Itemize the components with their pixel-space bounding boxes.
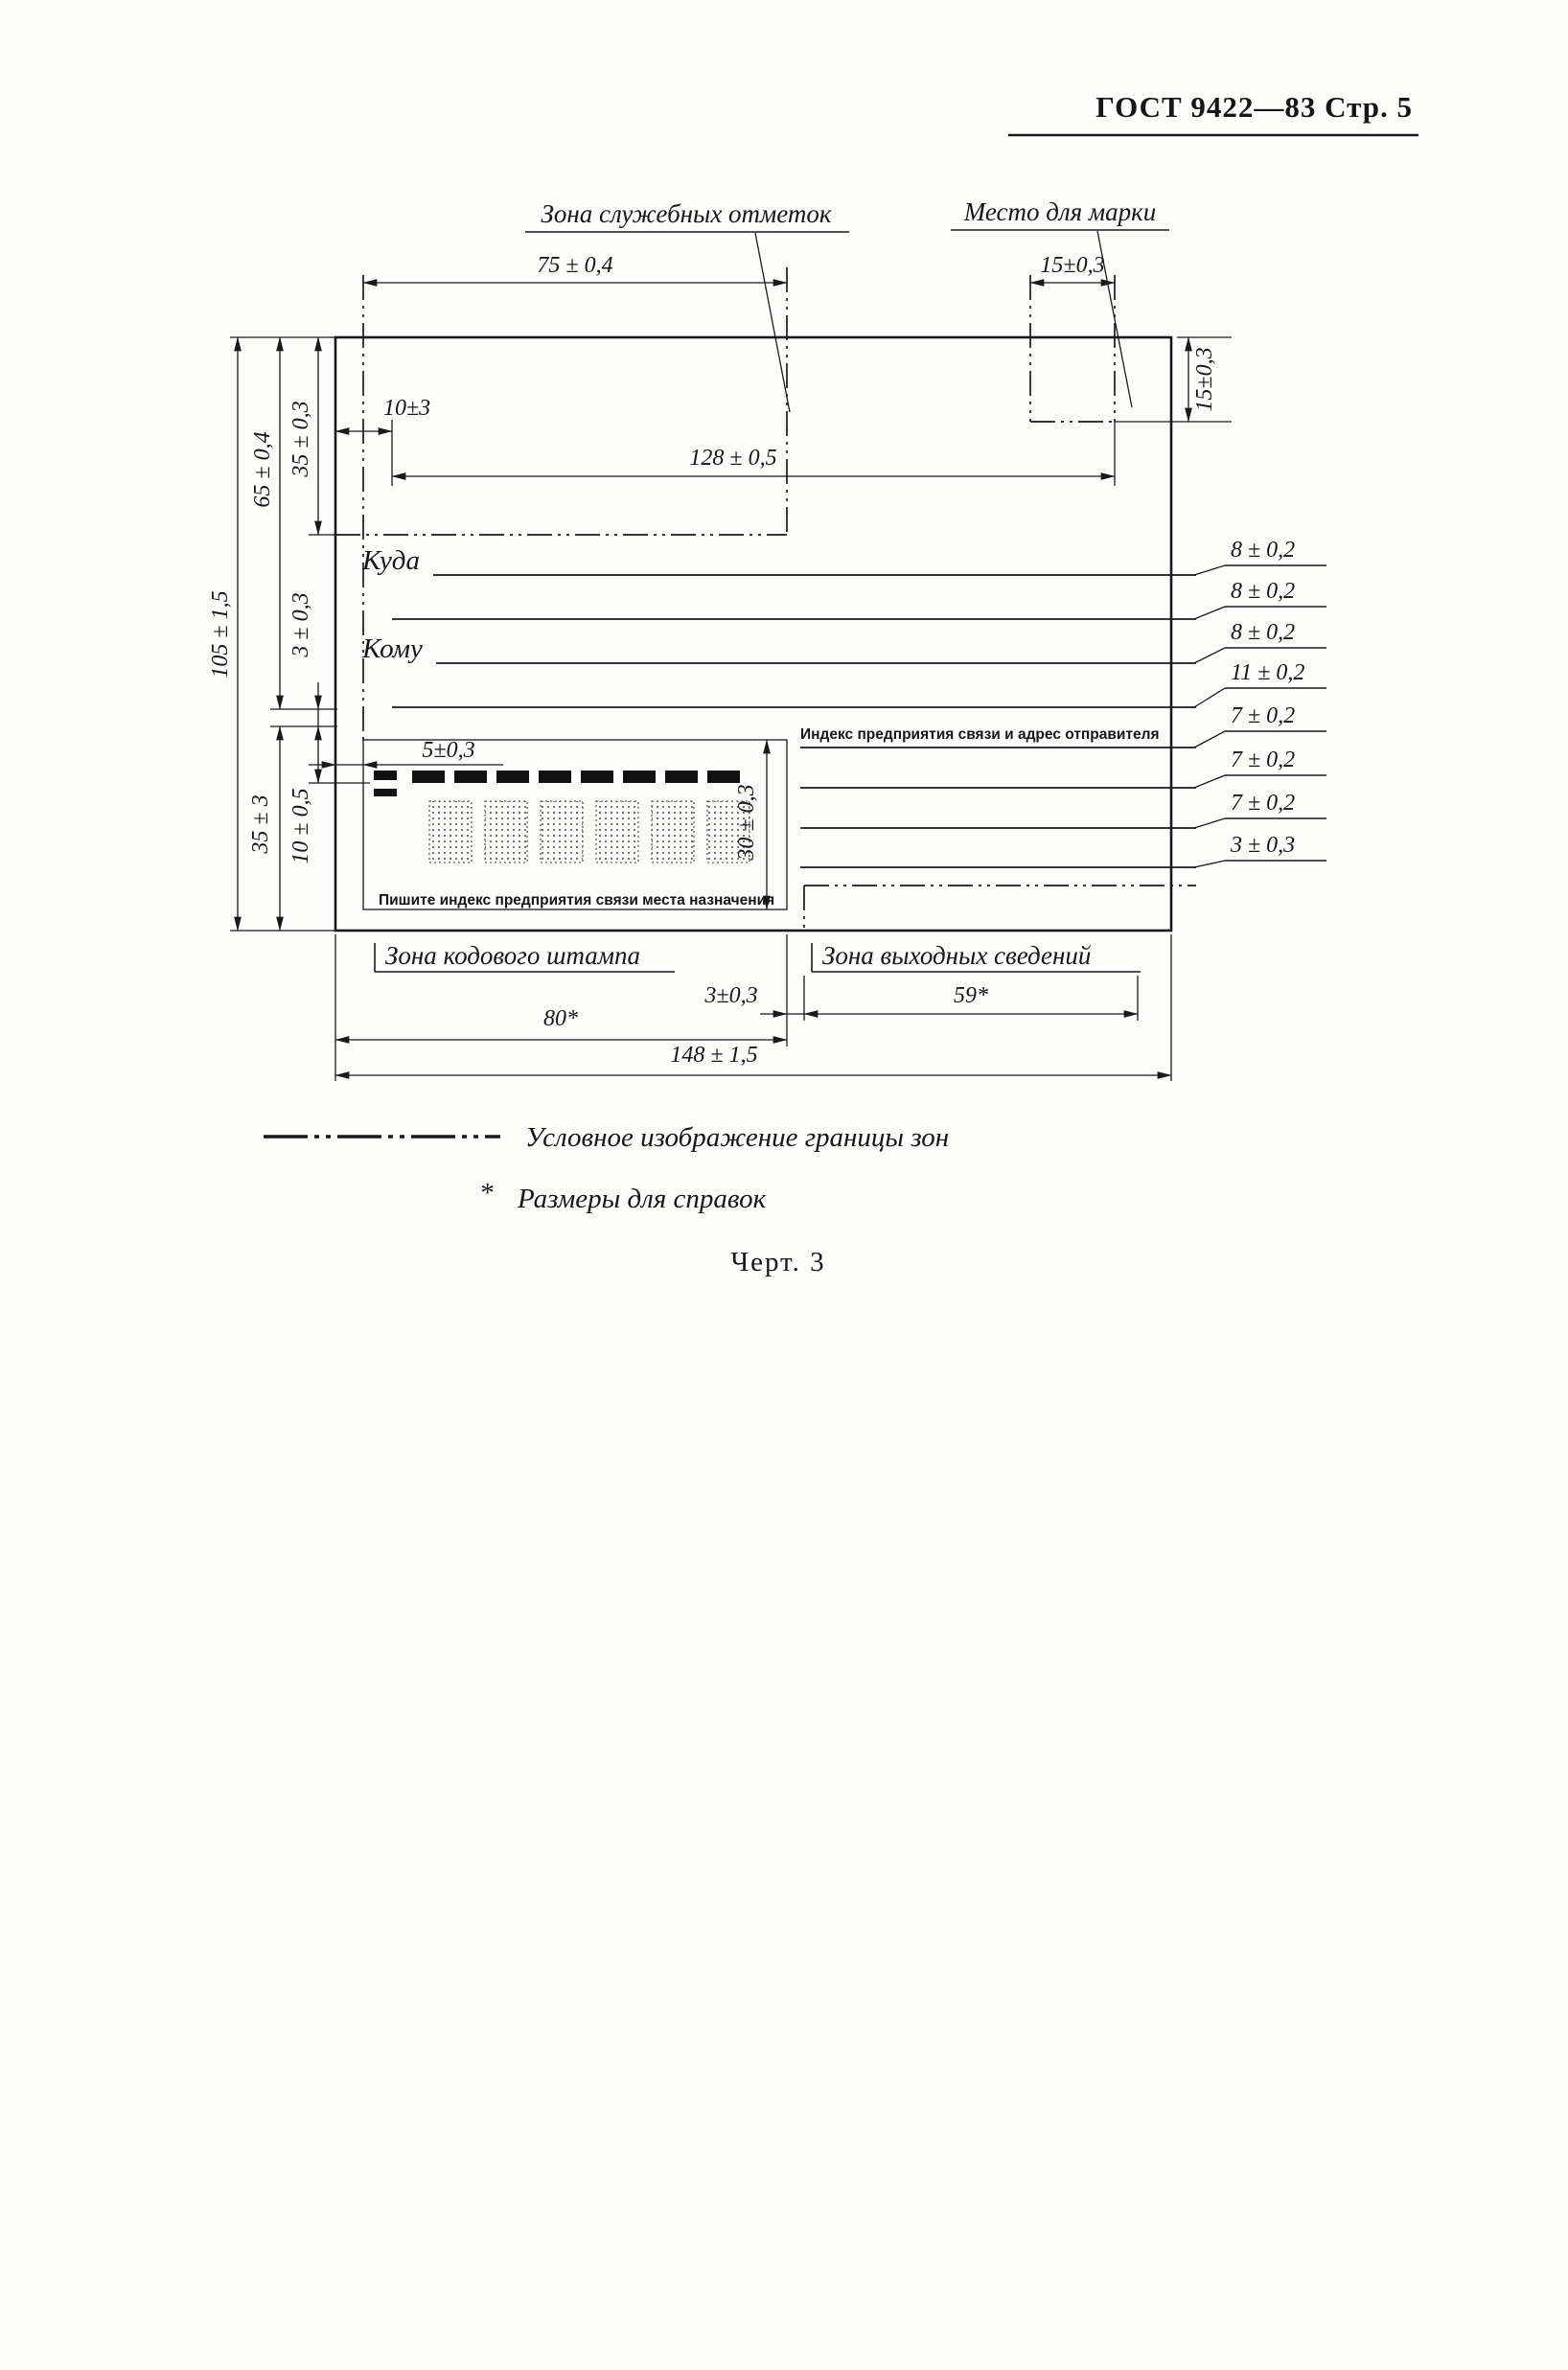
output-zone-label: Зона выходных сведений — [822, 941, 1092, 970]
spacing-label-5: 7 ± 0,2 — [1231, 703, 1295, 728]
spacing-label-6: 7 ± 0,2 — [1231, 748, 1295, 772]
dim-10: 10±3 — [383, 396, 430, 421]
index-bars — [374, 771, 740, 796]
dim-80: 80* — [543, 1006, 578, 1031]
dim-105: 105 ± 1,5 — [208, 590, 233, 678]
legend-boundary-text: Условное изображение границы зон — [525, 1122, 949, 1153]
dim-35-bottom: 35 ± 3 — [248, 794, 273, 854]
dimension-lines — [234, 279, 1192, 1079]
spacing-label-1: 8 ± 0,2 — [1231, 538, 1295, 563]
envelope-border — [334, 335, 1173, 932]
page-header-title: ГОСТ 9422—83 Стр. 5 — [1095, 90, 1413, 124]
dim-5: 5±0,3 — [422, 738, 474, 763]
page-header: ГОСТ 9422—83 Стр. 5 — [1008, 90, 1418, 137]
write-index-note: Пишите индекс предприятия связи места на… — [379, 892, 774, 909]
code-stamp-box: 30 ± 0,3 — [362, 739, 788, 910]
spacing-label-3: 8 ± 0,2 — [1231, 620, 1295, 645]
dim-128: 128 ± 0,5 — [689, 446, 776, 471]
komu-label: Кому — [361, 633, 423, 664]
dim-65: 65 ± 0,4 — [250, 431, 275, 507]
zone-labels: Зона служебных отметок Место для марки З… — [374, 197, 1169, 973]
legend-reference-text: Размеры для справок — [517, 1184, 767, 1214]
envelope-outline — [334, 335, 1173, 932]
postal-code-digit-boxes — [428, 800, 750, 863]
dim-75: 75 ± 0,4 — [537, 253, 612, 278]
dim-3-left: 3 ± 0,3 — [288, 592, 313, 657]
address-lines — [392, 574, 1196, 868]
legend: Условное изображение границы зон * Разме… — [264, 1122, 949, 1214]
spacing-label-8: 3 ± 0,3 — [1230, 833, 1295, 858]
service-zone-label: Зона служебных отметок — [541, 199, 831, 228]
zone-boundary-lines — [335, 267, 1196, 931]
legend-star: * — [479, 1178, 494, 1208]
kuda-label: Куда — [361, 545, 420, 576]
figure-caption: Черт. 3 — [730, 1247, 825, 1277]
spacing-label-4: 11 ± 0,2 — [1231, 660, 1304, 685]
dim-10-left: 10 ± 0,5 — [288, 788, 313, 863]
spacing-label-2: 8 ± 0,2 — [1231, 579, 1295, 604]
dim-59: 59* — [954, 983, 988, 1008]
code-box-border — [362, 739, 788, 910]
dim-3-bottom: 3±0,3 — [703, 983, 757, 1008]
dim-148: 148 ± 1,5 — [670, 1043, 757, 1068]
line-spacing-callouts: 8 ± 0,2 8 ± 0,2 8 ± 0,2 11 ± 0,2 7 ± 0,2… — [1193, 538, 1326, 868]
dim-15-top: 15±0,3 — [1040, 253, 1104, 278]
dim-35-top: 35 ± 0,3 — [288, 401, 313, 477]
stamp-zone-label: Место для марки — [963, 197, 1157, 226]
spacing-label-7: 7 ± 0,2 — [1231, 791, 1295, 816]
dim-15-right: 15±0,3 — [1192, 347, 1217, 411]
sender-index-note: Индекс предприятия связи и адрес отправи… — [800, 726, 1160, 743]
dim-30-code: 30 ± 0,3 — [734, 784, 759, 861]
code-zone-label: Зона кодового штампа — [385, 941, 640, 970]
